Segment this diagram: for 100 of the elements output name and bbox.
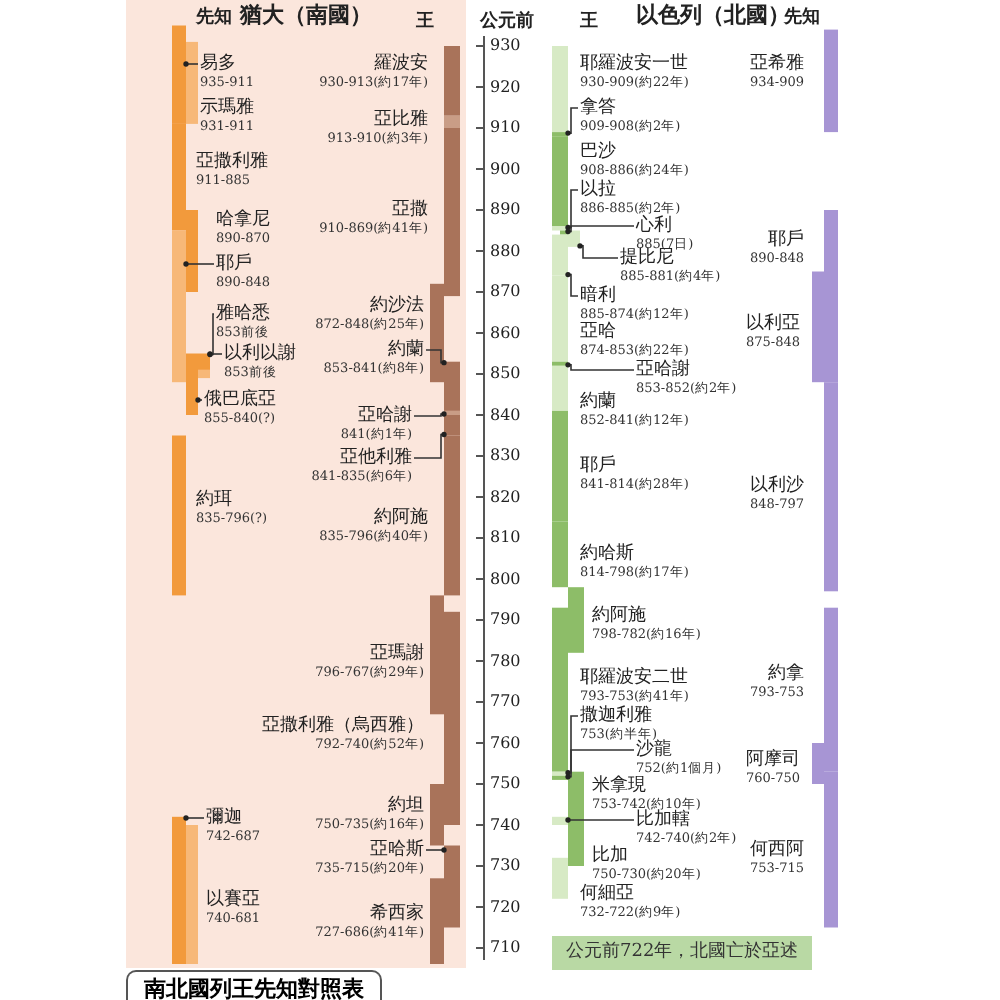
column-header: 王 bbox=[580, 9, 598, 34]
king-name: 約哈斯 bbox=[580, 544, 636, 564]
year-label: 870 bbox=[490, 282, 521, 300]
leader-line bbox=[413, 411, 447, 417]
prophet-name: 彌迦 bbox=[206, 808, 244, 828]
king-name: 暗利 bbox=[580, 286, 618, 306]
king-name: 亞哈 bbox=[580, 322, 618, 342]
timeline-bar bbox=[552, 775, 568, 780]
prophet-name: 耶戶 bbox=[216, 254, 254, 274]
year-label: 830 bbox=[490, 446, 521, 464]
king-name: 亞他利雅 bbox=[338, 448, 412, 468]
leader-line bbox=[425, 847, 447, 853]
year-label: 760 bbox=[490, 733, 521, 751]
king-name: 拿答 bbox=[580, 98, 618, 118]
prophet-name: 阿摩司 bbox=[745, 750, 800, 770]
timeline-bar bbox=[172, 25, 186, 124]
king-name: 以拉 bbox=[580, 180, 618, 200]
prophet-name: 示瑪雅 bbox=[200, 98, 255, 118]
year-label: 880 bbox=[490, 241, 521, 259]
king-name: 米拿現 bbox=[592, 776, 648, 796]
year-label: 910 bbox=[490, 118, 521, 136]
column-header: 猶大（南國） bbox=[240, 0, 372, 30]
timeline-bar bbox=[552, 361, 568, 366]
prophet-name: 易多 bbox=[200, 54, 238, 74]
prophet-name: 亞希雅 bbox=[749, 54, 804, 74]
leader-line bbox=[183, 815, 205, 821]
king-name: 約沙法 bbox=[368, 296, 424, 316]
king-name: 亞撒 bbox=[390, 200, 428, 220]
column-header: 先知 bbox=[196, 4, 232, 30]
prophet-name: 以利沙 bbox=[749, 476, 804, 496]
king-name: 沙龍 bbox=[636, 740, 674, 760]
leader-line bbox=[207, 351, 223, 357]
leader-line bbox=[565, 271, 579, 297]
year-label: 900 bbox=[490, 159, 521, 177]
leader-line bbox=[565, 715, 579, 776]
leader-line bbox=[195, 397, 203, 403]
prophet-name: 以利以謝 bbox=[224, 344, 296, 364]
king-name: 亞哈謝 bbox=[356, 406, 412, 426]
year-label: 920 bbox=[490, 77, 521, 95]
timeline-bar bbox=[444, 845, 460, 928]
king-name: 約阿施 bbox=[592, 606, 648, 626]
timeline-bar bbox=[172, 816, 186, 964]
year-label: 750 bbox=[490, 774, 521, 792]
king-name: 耶戶 bbox=[580, 456, 618, 476]
king-name: 何細亞 bbox=[580, 884, 636, 904]
chart-title: 南北國列王先知對照表 bbox=[126, 970, 382, 1000]
king-name: 亞瑪謝 bbox=[368, 644, 424, 664]
leader-line bbox=[565, 362, 635, 371]
year-label: 730 bbox=[490, 856, 521, 874]
leader-line bbox=[565, 107, 579, 136]
king-name: 約蘭 bbox=[580, 392, 618, 412]
leader-line bbox=[425, 349, 447, 366]
prophet-name: 雅哈悉 bbox=[216, 304, 270, 324]
king-name: 提比尼 bbox=[620, 248, 674, 268]
timeline-bar bbox=[568, 230, 580, 247]
king-name: 約坦 bbox=[386, 796, 424, 816]
timeline-bar bbox=[172, 230, 186, 383]
prophet-name: 何西阿 bbox=[749, 840, 804, 860]
timeline-bar bbox=[552, 816, 568, 825]
column-header: 公元前 bbox=[480, 9, 534, 34]
king-name: 約阿施 bbox=[372, 508, 428, 528]
year-label: 770 bbox=[490, 692, 521, 710]
prophet-name: 哈拿尼 bbox=[216, 210, 271, 230]
year-label: 790 bbox=[490, 610, 521, 628]
leader-line bbox=[565, 817, 635, 823]
event-banner: 公元前722年，北國亡於亞述 bbox=[552, 936, 813, 970]
year-label: 820 bbox=[490, 487, 521, 505]
timeline-bar bbox=[552, 234, 568, 276]
king-name: 亞比雅 bbox=[372, 110, 428, 130]
year-label: 810 bbox=[490, 528, 521, 546]
timeline-bar bbox=[552, 771, 568, 776]
timeline-bar bbox=[186, 353, 198, 415]
timeline-bar bbox=[444, 410, 460, 415]
prophet-name: 約拿 bbox=[766, 664, 804, 684]
prophet-name: 約珥 bbox=[196, 490, 234, 510]
king-name: 約蘭 bbox=[386, 340, 424, 360]
year-label: 800 bbox=[490, 569, 521, 587]
timeline-bar bbox=[444, 361, 460, 411]
king-name: 亞撒利雅（烏西雅） bbox=[262, 716, 424, 736]
leader-line bbox=[565, 189, 579, 231]
leader-line bbox=[183, 61, 199, 67]
prophet-name: 耶戶 bbox=[766, 230, 804, 250]
leader-line bbox=[565, 749, 635, 780]
king-name: 比加 bbox=[592, 846, 630, 866]
year-label: 740 bbox=[490, 815, 521, 833]
year-label: 890 bbox=[490, 200, 521, 218]
leader-line bbox=[577, 243, 619, 259]
prophet-name: 以利亞 bbox=[745, 314, 800, 334]
column-header: 王 bbox=[416, 9, 434, 34]
leader-line bbox=[207, 313, 215, 358]
prophet-name: 亞撒利雅 bbox=[196, 152, 268, 172]
king-name: 亞哈斯 bbox=[368, 840, 424, 860]
prophet-name: 俄巴底亞 bbox=[204, 390, 276, 410]
leader-line bbox=[565, 225, 635, 235]
prophet-name: 以賽亞 bbox=[206, 890, 261, 910]
year-label: 710 bbox=[490, 938, 521, 956]
year-label: 930 bbox=[490, 36, 521, 54]
leader-line bbox=[183, 261, 215, 267]
king-name: 耶羅波安二世 bbox=[580, 668, 689, 688]
year-label: 860 bbox=[490, 323, 521, 341]
